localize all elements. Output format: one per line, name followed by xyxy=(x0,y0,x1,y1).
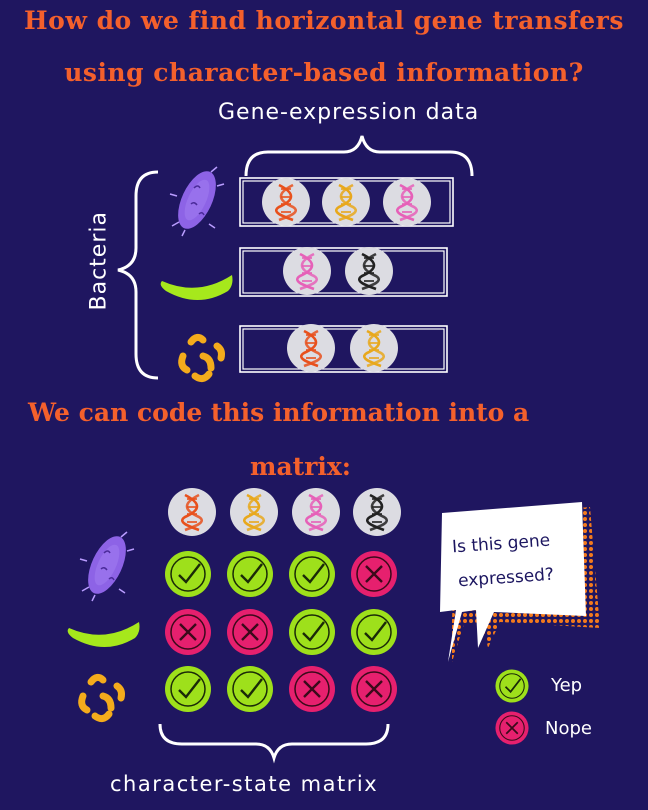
green-check-icon xyxy=(225,549,275,599)
title-line-2: using character-based information? xyxy=(64,58,584,87)
legend-yes-label: Yep xyxy=(551,675,583,696)
gene-expression-brace xyxy=(244,135,474,177)
green-check-icon xyxy=(163,664,213,714)
dna-helix-icon xyxy=(285,322,337,374)
expression-row-2 xyxy=(239,247,448,297)
green-check-icon xyxy=(225,664,275,714)
code-heading-line-1: We can code this information into a xyxy=(28,398,530,427)
legend-yes-icon xyxy=(494,668,530,704)
green-check-icon xyxy=(349,607,399,657)
green-check-icon xyxy=(163,549,213,599)
dna-helix-icon xyxy=(348,322,400,374)
dna-helix-icon xyxy=(260,176,312,228)
purple-rod-bacterium-icon xyxy=(169,164,225,237)
green-bacillus-icon xyxy=(67,622,140,647)
dna-helix-icon xyxy=(281,245,333,297)
dna-helix-icon xyxy=(343,245,395,297)
pink-cross-icon xyxy=(349,549,399,599)
dna-helix-icon xyxy=(351,486,403,538)
code-heading-line-2: matrix: xyxy=(250,452,352,481)
dna-helix-icon xyxy=(290,486,342,538)
title-line-1: How do we find horizontal gene transfers xyxy=(24,6,624,35)
orange-curved-bacteria-icon xyxy=(82,677,122,718)
dna-helix-icon xyxy=(381,176,433,228)
expression-row-3 xyxy=(239,325,448,373)
dna-helix-icon xyxy=(228,486,280,538)
green-check-icon xyxy=(287,607,337,657)
orange-curved-bacteria-icon xyxy=(182,337,222,378)
pink-cross-icon xyxy=(163,607,213,657)
character-state-matrix xyxy=(163,549,399,714)
pink-cross-icon xyxy=(349,664,399,714)
legend-no-label: Nope xyxy=(545,718,592,739)
dna-helix-icon xyxy=(320,176,372,228)
green-bacillus-icon xyxy=(160,275,233,300)
pink-cross-icon xyxy=(287,664,337,714)
expression-row-1 xyxy=(239,177,454,227)
speech-bubble xyxy=(440,502,586,662)
bacteria-brace xyxy=(117,170,159,380)
matrix-label: character-state matrix xyxy=(110,772,379,796)
purple-rod-bacterium-icon xyxy=(79,529,135,602)
legend-no-icon xyxy=(494,710,530,746)
gene-expression-label: Gene-expression data xyxy=(218,100,480,125)
dna-helix-icon xyxy=(166,486,218,538)
matrix-brace xyxy=(158,723,390,764)
green-check-icon xyxy=(287,549,337,599)
pink-cross-icon xyxy=(225,607,275,657)
